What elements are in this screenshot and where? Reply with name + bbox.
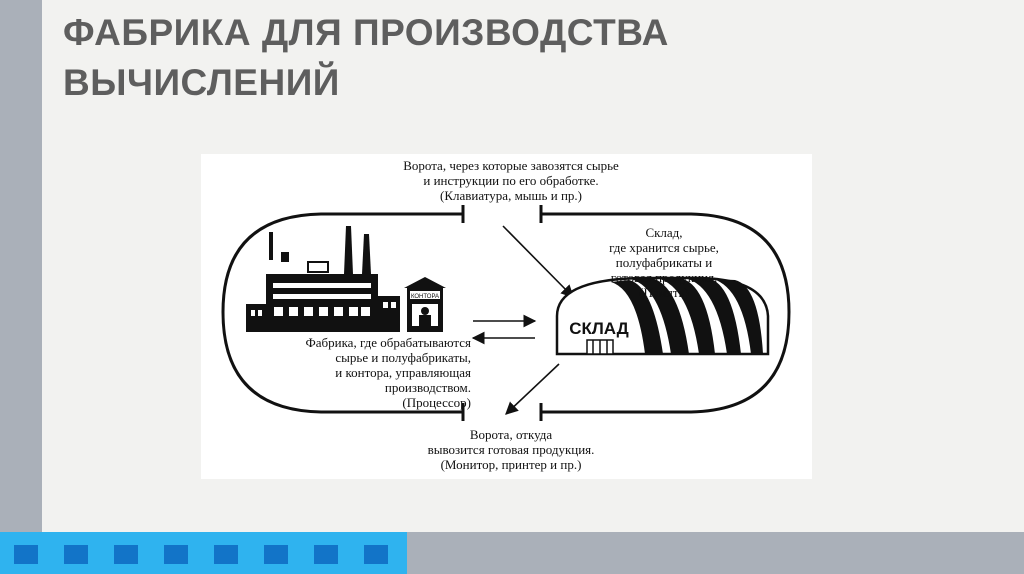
caption-line: готовая продукция. xyxy=(610,270,718,285)
office-booth-icon: КОНТОРА xyxy=(404,277,446,332)
caption-line: где хранится сырье, xyxy=(609,240,719,255)
caption-line: Склад, xyxy=(645,225,683,240)
output-gate-caption: Ворота, откуда вывозится готовая продукц… xyxy=(361,427,661,472)
warehouse-sign: СКЛАД xyxy=(569,319,629,338)
left-side-bar xyxy=(0,0,42,532)
memory-caption: Склад, где хранится сырье, полуфабрикаты… xyxy=(559,225,769,300)
caption-line: полуфабрикаты и xyxy=(615,255,713,270)
accent-square xyxy=(114,545,138,564)
processor-caption: Фабрика, где обрабатываются сырье и полу… xyxy=(231,335,471,410)
arrow-memory-to-output xyxy=(505,363,560,415)
accent-square xyxy=(14,545,38,564)
diagram-drawing: КОНТОРА СКЛАД xyxy=(221,205,791,421)
caption-line: Ворота, через которые завозятся сырье xyxy=(403,158,619,173)
caption-line: Фабрика, где обрабатываются xyxy=(305,335,471,350)
caption-line: Ворота, откуда xyxy=(469,427,553,442)
computer-factory-diagram: КОНТОРА СКЛАД Ворота, через которые заво… xyxy=(201,154,812,479)
warehouse-hangar-icon: СКЛАД xyxy=(555,276,770,356)
accent-square xyxy=(314,545,338,564)
factory-building-icon xyxy=(246,226,400,332)
factory-boundary xyxy=(221,212,791,414)
bottom-accent-bar xyxy=(0,532,407,574)
slide-title-line-1: ФАБРИКА ДЛЯ ПРОИЗВОДСТВА xyxy=(63,12,669,53)
accent-square xyxy=(64,545,88,564)
accent-square xyxy=(214,545,238,564)
accent-square xyxy=(164,545,188,564)
slide-title-line-2: ВЫЧИСЛЕНИЙ xyxy=(63,62,340,103)
arrow-input-to-memory xyxy=(502,225,574,298)
caption-line: (Процессор) xyxy=(402,395,471,410)
slide-title: ФАБРИКА ДЛЯ ПРОИЗВОДСТВА ВЫЧИСЛЕНИЙ xyxy=(63,8,763,108)
office-sign: КОНТОРА xyxy=(411,294,439,300)
caption-line: сырье и полуфабрикаты, xyxy=(335,350,471,365)
caption-line: производством. xyxy=(384,380,471,395)
accent-square xyxy=(364,545,388,564)
caption-line: (Монитор, принтер и пр.) xyxy=(440,457,582,472)
caption-line: (Память) xyxy=(639,285,689,300)
caption-line: вывозится готовая продукция. xyxy=(427,442,595,457)
input-gate-caption: Ворота, через которые завозятся сырье и … xyxy=(341,158,681,203)
accent-square xyxy=(264,545,288,564)
caption-line: и контора, управляющая xyxy=(335,365,471,380)
caption-line: (Клавиатура, мышь и пр.) xyxy=(440,188,582,203)
caption-line: и инструкции по его обработке. xyxy=(423,173,599,188)
